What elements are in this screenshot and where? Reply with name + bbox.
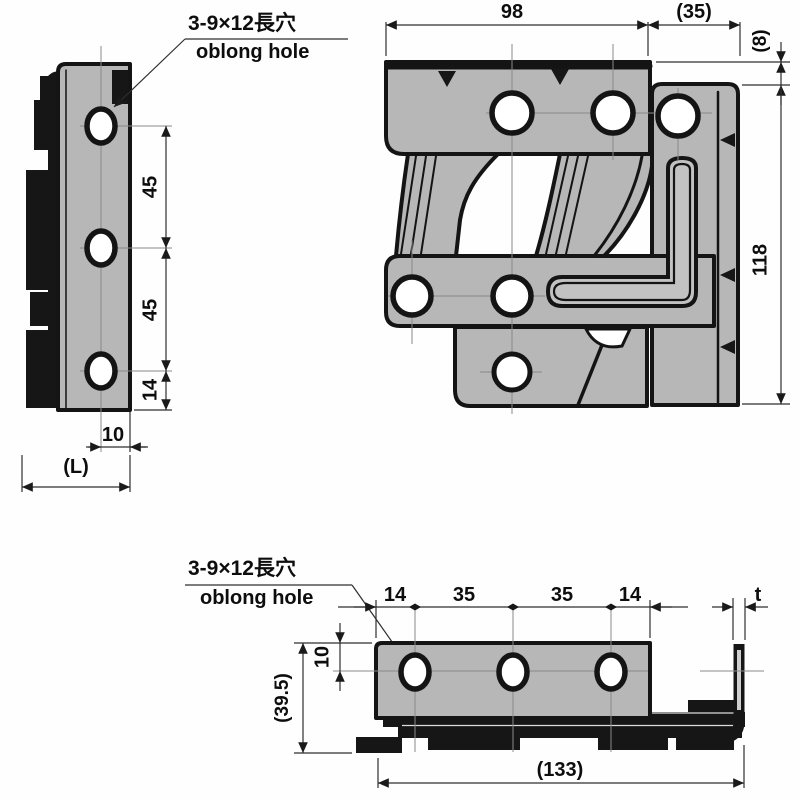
dim-front-height: 118 bbox=[742, 62, 790, 405]
callout-bottom: 3-9×12長穴 oblong hole bbox=[185, 556, 403, 657]
dim-side-edge-offset-label: 10 bbox=[102, 424, 124, 446]
dim-side-bottom-offset: 14 bbox=[139, 378, 161, 401]
callout-bottom-jp: 3-9×12長穴 bbox=[188, 556, 296, 580]
dim-bottom-edge1: 14 bbox=[384, 584, 407, 606]
dim-bottom-hole-offset: 10 bbox=[294, 623, 372, 691]
callout-top-jp: 3-9×12長穴 bbox=[188, 11, 296, 35]
dim-bottom-pitch1: 35 bbox=[453, 584, 475, 606]
dim-bottom-chain: 14 35 35 14 bbox=[338, 584, 688, 638]
front-linkage-arms bbox=[394, 152, 654, 258]
dim-bottom-hole-offset-label: 10 bbox=[311, 646, 333, 668]
dim-front-height-label: 118 bbox=[749, 244, 771, 276]
dim-bottom-depth-label: (39.5) bbox=[272, 673, 293, 723]
callout-top-leader bbox=[113, 38, 186, 108]
dim-bottom-thickness-label: t bbox=[755, 584, 762, 606]
callout-top-en: oblong hole bbox=[196, 41, 309, 63]
dim-bottom-overall: (133) bbox=[377, 745, 745, 788]
front-l-slot bbox=[545, 155, 698, 308]
dim-side-pitch-chain: 45 45 14 bbox=[134, 126, 172, 411]
callout-bottom-en: oblong hole bbox=[200, 587, 313, 609]
dim-side-pitch2: 45 bbox=[139, 299, 161, 321]
front-view-holes bbox=[390, 90, 701, 393]
dim-front-width-label: 98 bbox=[501, 1, 523, 23]
dim-front-width: 98 bbox=[385, 1, 649, 56]
front-bottom-notch bbox=[583, 327, 633, 349]
dim-side-pitch1: 45 bbox=[139, 176, 161, 198]
dim-side-overall-label: (L) bbox=[63, 456, 89, 478]
front-view: 98 (35) (8) 118 bbox=[384, 1, 790, 414]
dim-side-overall: (L) bbox=[21, 455, 131, 492]
side-view-oblong-holes bbox=[84, 106, 118, 391]
dim-front-flange-label: (35) bbox=[676, 1, 712, 23]
dim-side-edge-offset: 10 bbox=[86, 412, 148, 452]
bottom-view-rear-tab bbox=[697, 644, 745, 746]
dim-bottom-depth: (39.5) bbox=[272, 643, 352, 754]
bottom-view: 14 35 35 14 t 10 (39.5) bbox=[272, 584, 768, 788]
dim-front-flange: (35) bbox=[648, 1, 741, 56]
dim-bottom-overall-label: (133) bbox=[537, 759, 584, 781]
dim-bottom-pitch2: 35 bbox=[551, 584, 573, 606]
dim-bottom-edge2: 14 bbox=[619, 584, 642, 606]
side-view-folded-leaves bbox=[26, 71, 60, 408]
front-weld-marks bbox=[438, 69, 735, 354]
dim-bottom-thickness: t bbox=[712, 584, 768, 640]
callout-top: 3-9×12長穴 oblong hole bbox=[113, 11, 348, 108]
bottom-view-oblong-holes bbox=[398, 652, 628, 692]
dim-front-offset-label: (8) bbox=[750, 29, 771, 52]
side-view: 45 45 14 10 (L) bbox=[21, 46, 172, 492]
